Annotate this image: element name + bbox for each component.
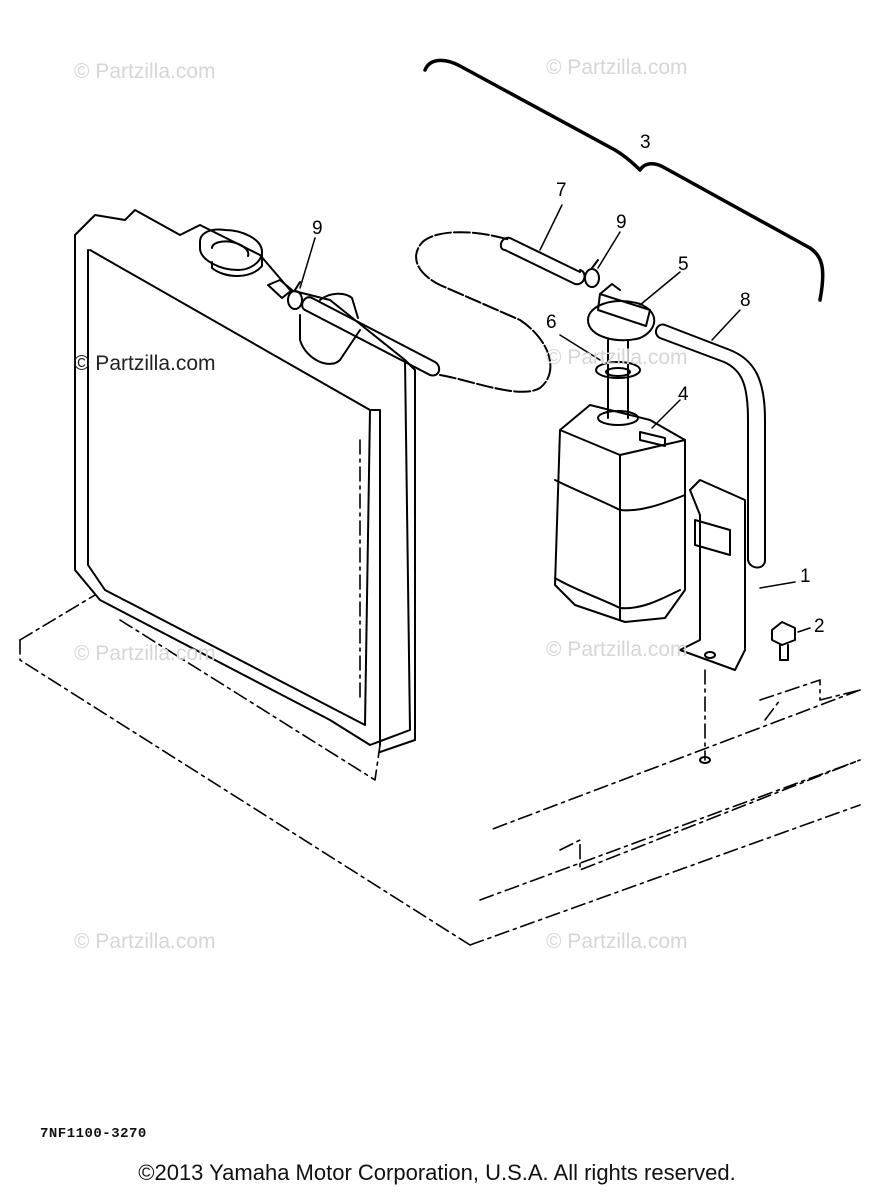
bolt-2 bbox=[771, 621, 796, 661]
leader-lines bbox=[299, 204, 811, 633]
floor-outline bbox=[19, 439, 861, 946]
callout-3: 3 bbox=[640, 132, 651, 153]
watermark: © Partzilla.com bbox=[546, 56, 688, 79]
tank-cap-5 bbox=[587, 283, 656, 342]
clamp-9-right bbox=[584, 259, 600, 288]
callout-5: 5 bbox=[678, 254, 689, 275]
watermark: © Partzilla.com bbox=[546, 638, 688, 661]
callout-1: 1 bbox=[800, 566, 811, 587]
watermark: © Partzilla.com bbox=[74, 642, 216, 665]
callout-4: 4 bbox=[678, 384, 689, 405]
callout-9b: 9 bbox=[616, 212, 627, 233]
watermark: © Partzilla.com bbox=[74, 930, 216, 953]
callout-8: 8 bbox=[740, 290, 751, 311]
clamp-9-left bbox=[287, 281, 303, 310]
hose-7 bbox=[415, 231, 586, 393]
callout-6: 6 bbox=[546, 312, 557, 333]
diagram-code: 7NF1100-3270 bbox=[40, 1126, 147, 1142]
watermark: © Partzilla.com bbox=[74, 60, 216, 83]
reservoir-tank-4 bbox=[554, 404, 686, 623]
bracket-1 bbox=[679, 479, 746, 764]
watermark: © Partzilla.com bbox=[546, 346, 688, 369]
group-brace-3 bbox=[423, 58, 825, 302]
copyright-notice: ©2013 Yamaha Motor Corporation, U.S.A. A… bbox=[138, 1160, 736, 1185]
callout-9a: 9 bbox=[312, 218, 323, 239]
callout-labels: 1 2 3 4 5 6 7 8 9 9 bbox=[312, 132, 825, 637]
callout-7: 7 bbox=[556, 180, 567, 201]
callout-2: 2 bbox=[814, 616, 825, 637]
gasket-6 bbox=[595, 339, 641, 419]
radiator-pipe bbox=[301, 296, 441, 377]
radiator bbox=[74, 209, 416, 753]
watermark: © Partzilla.com bbox=[74, 352, 216, 375]
watermark: © Partzilla.com bbox=[546, 930, 688, 953]
hose-8 bbox=[654, 323, 766, 569]
